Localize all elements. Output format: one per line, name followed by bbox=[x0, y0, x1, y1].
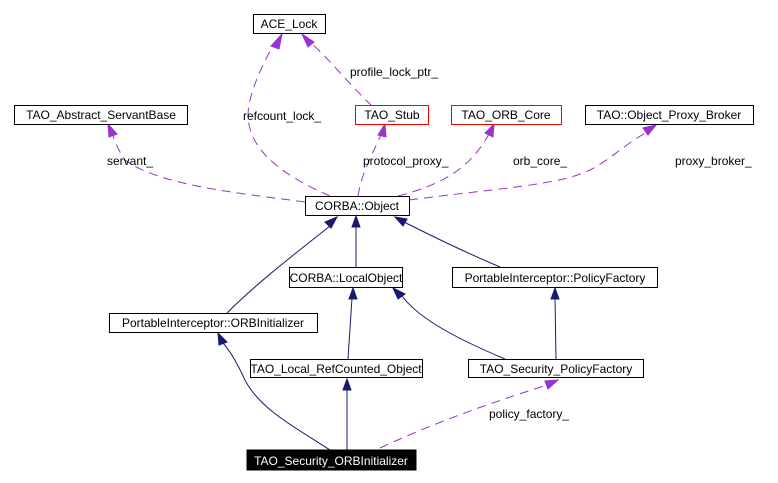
node-local-object[interactable]: CORBA::LocalObject bbox=[289, 267, 404, 288]
edge-protocol-proxy bbox=[357, 131, 383, 197]
label-servant: servant_ bbox=[107, 154, 153, 168]
node-pi-orb-initializer[interactable]: PortableInterceptor::ORBInitializer bbox=[109, 313, 318, 333]
arrowhead bbox=[642, 124, 658, 136]
arrowhead bbox=[377, 122, 387, 138]
node-label: PortableInterceptor::ORBInitializer bbox=[122, 316, 304, 330]
edge-profile-lock-ptr bbox=[309, 41, 373, 107]
arrowhead bbox=[351, 214, 361, 228]
usage-edges bbox=[107, 32, 658, 449]
node-label: TAO_Abstract_ServantBase bbox=[26, 108, 176, 122]
arrowhead bbox=[300, 32, 315, 48]
node-label: TAO_Local_RefCounted_Object bbox=[250, 362, 422, 376]
node-pi-policy-factory[interactable]: PortableInterceptor::PolicyFactory bbox=[452, 267, 658, 288]
arrowhead bbox=[544, 379, 560, 390]
node-label: ACE_Lock bbox=[261, 17, 319, 31]
node-local-refcounted[interactable]: TAO_Local_RefCounted_Object bbox=[250, 359, 423, 378]
label-refcount-lock: refcount_lock_ bbox=[243, 109, 321, 123]
arrowhead bbox=[348, 286, 358, 300]
node-label: TAO_Security_PolicyFactory bbox=[480, 362, 633, 376]
arrowhead bbox=[324, 215, 339, 229]
label-orb-core: orb_core_ bbox=[513, 154, 567, 168]
node-security-orb-initializer[interactable]: TAO_Security_ORBInitializer bbox=[246, 449, 417, 471]
node-label: TAO_ORB_Core bbox=[461, 108, 550, 122]
node-label: TAO_Security_ORBInitializer bbox=[254, 454, 408, 468]
arrowhead bbox=[342, 377, 352, 391]
node-label: CORBA::Object bbox=[315, 199, 400, 213]
node-corba-object[interactable]: CORBA::Object bbox=[305, 196, 410, 216]
inheritance-edges bbox=[217, 214, 560, 451]
edge-secpf-pipf bbox=[554, 297, 557, 360]
label-protocol-proxy: protocol_proxy_ bbox=[363, 154, 449, 168]
arrowhead bbox=[484, 122, 495, 138]
arrowhead bbox=[270, 32, 283, 50]
node-label: TAO_Stub bbox=[364, 108, 419, 122]
edge-proxy-broker bbox=[408, 131, 649, 201]
edge-orbinit-object bbox=[226, 225, 331, 314]
arrowhead bbox=[217, 331, 228, 346]
edge-servant bbox=[111, 131, 306, 203]
arrowhead bbox=[393, 216, 408, 227]
arrowhead bbox=[391, 286, 406, 300]
node-servant-base[interactable]: TAO_Abstract_ServantBase bbox=[14, 105, 188, 125]
node-proxy-broker[interactable]: TAO::Object_Proxy_Broker bbox=[585, 105, 754, 125]
node-tao-stub[interactable]: TAO_Stub bbox=[355, 105, 429, 125]
label-profile-lock-ptr: profile_lock_ptr_ bbox=[350, 65, 438, 79]
label-proxy-broker: proxy_broker_ bbox=[675, 154, 752, 168]
node-orb-core[interactable]: TAO_ORB_Core bbox=[451, 105, 562, 125]
edge-secorb-orbinit bbox=[221, 341, 331, 451]
edge-policy-factory bbox=[379, 383, 551, 449]
edge-refcounted-local bbox=[347, 297, 353, 360]
node-label: PortableInterceptor::PolicyFactory bbox=[465, 271, 646, 285]
arrowhead bbox=[107, 122, 118, 138]
edge-refcount-lock bbox=[247, 41, 331, 197]
arrowhead bbox=[550, 286, 560, 300]
node-label: TAO::Object_Proxy_Broker bbox=[597, 108, 742, 122]
node-ace-lock[interactable]: ACE_Lock bbox=[253, 14, 326, 34]
node-label: CORBA::LocalObject bbox=[290, 271, 403, 285]
edge-policyfactory-object bbox=[403, 221, 501, 268]
edge-secpf-local bbox=[401, 295, 506, 360]
label-policy-factory: policy_factory_ bbox=[489, 407, 569, 421]
edge-labels: profile_lock_ptr_ refcount_lock_ servant… bbox=[107, 65, 752, 421]
node-security-policy-factory[interactable]: TAO_Security_PolicyFactory bbox=[468, 359, 644, 378]
